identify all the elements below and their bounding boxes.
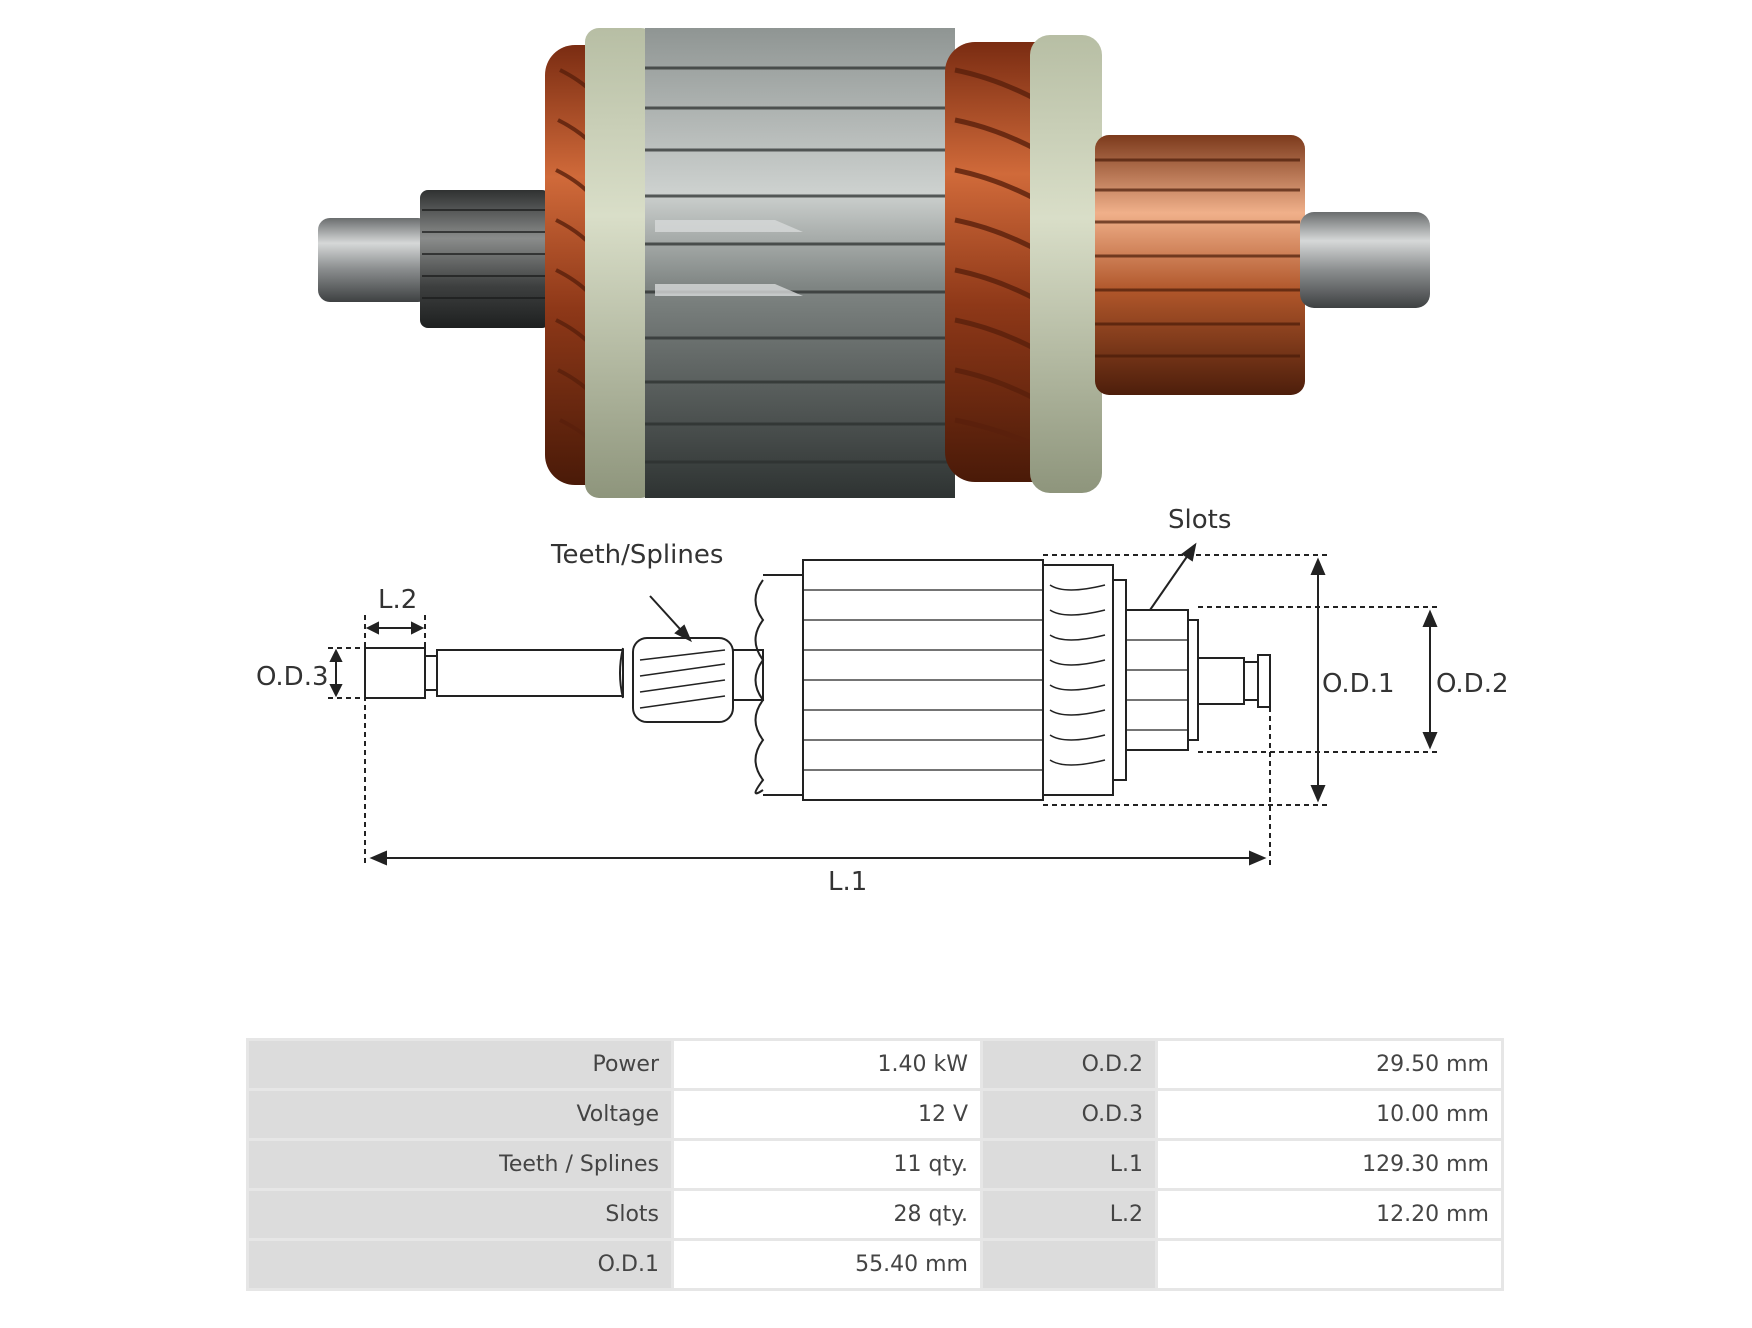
teeth-splines-label: Teeth/Splines	[550, 540, 723, 570]
spec-value: 28 qty.	[674, 1191, 980, 1238]
left-insulator-ring	[585, 28, 655, 498]
right-insulator-ring	[1030, 35, 1102, 493]
slots-label: Slots	[1168, 505, 1231, 535]
specifications-table: Power 1.40 kW O.D.2 29.50 mm Voltage 12 …	[246, 1038, 1504, 1291]
spec-value: 10.00 mm	[1158, 1091, 1501, 1138]
spec-label: O.D.3	[983, 1091, 1155, 1138]
spec-value: 1.40 kW	[674, 1041, 980, 1088]
spec-label: O.D.1	[249, 1241, 671, 1288]
table-row: Slots 28 qty. L.2 12.20 mm	[249, 1191, 1501, 1238]
table-row: O.D.1 55.40 mm	[249, 1241, 1501, 1288]
spec-label: L.2	[983, 1191, 1155, 1238]
armature-core	[645, 28, 955, 498]
spec-value: 29.50 mm	[1158, 1041, 1501, 1088]
spec-value: 55.40 mm	[674, 1241, 980, 1288]
spec-label: Slots	[249, 1191, 671, 1238]
spec-value: 12 V	[674, 1091, 980, 1138]
spec-label: Power	[249, 1041, 671, 1088]
commutator	[1095, 135, 1305, 395]
table-row: Power 1.40 kW O.D.2 29.50 mm	[249, 1041, 1501, 1088]
od1-label: O.D.1	[1322, 669, 1395, 699]
spec-value: 12.20 mm	[1158, 1191, 1501, 1238]
spec-label: Voltage	[249, 1091, 671, 1138]
l2-label: L.2	[378, 585, 417, 615]
left-shaft-end	[318, 218, 430, 302]
dimension-drawing: Teeth/Splines Slots L.2 O.D.3 O.D.1 O.D.…	[256, 505, 1509, 897]
pinion-gear	[420, 190, 550, 328]
od2-label: O.D.2	[1436, 669, 1509, 699]
table-row: Voltage 12 V O.D.3 10.00 mm	[249, 1091, 1501, 1138]
od3-label: O.D.3	[256, 662, 329, 692]
spec-value: 129.30 mm	[1158, 1141, 1501, 1188]
spec-label: L.1	[983, 1141, 1155, 1188]
spec-value	[1158, 1241, 1501, 1288]
l1-label: L.1	[828, 867, 867, 897]
spec-label: O.D.2	[983, 1041, 1155, 1088]
armature-photo	[318, 28, 1430, 498]
right-shaft-end	[1300, 212, 1430, 308]
spec-value: 11 qty.	[674, 1141, 980, 1188]
table-row: Teeth / Splines 11 qty. L.1 129.30 mm	[249, 1141, 1501, 1188]
spec-label: Teeth / Splines	[249, 1141, 671, 1188]
spec-label	[983, 1241, 1155, 1288]
